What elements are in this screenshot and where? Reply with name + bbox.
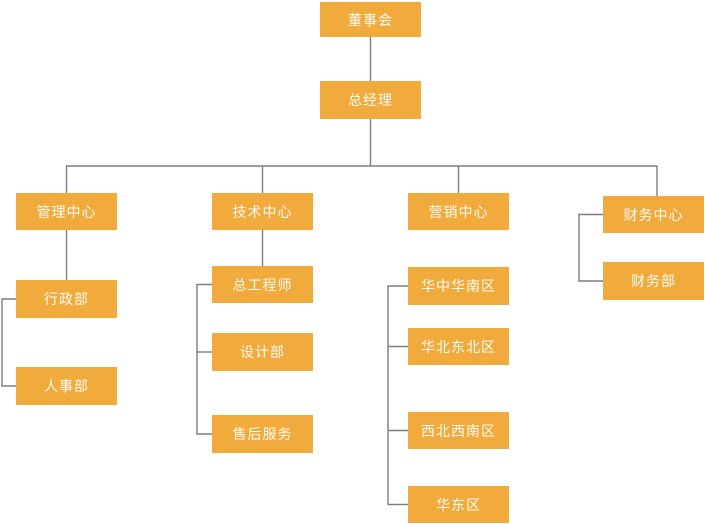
node-finance-center-label: 财务中心 [623,206,684,223]
node-board[interactable]: 董事会 [320,2,421,37]
node-finance-center[interactable]: 财务中心 [603,196,704,233]
node-marketing-center-label: 营销中心 [428,203,489,220]
node-administration-dept[interactable]: 行政部 [16,280,117,318]
node-east-china-region-label: 华东区 [436,496,481,513]
node-northwest-southwest-region-label: 西北西南区 [421,422,496,439]
node-management-center-label: 管理中心 [36,203,97,220]
node-finance-dept[interactable]: 财务部 [603,262,704,300]
node-design-dept[interactable]: 设计部 [212,333,313,371]
node-north-northeast-region[interactable]: 华北东北区 [408,328,509,365]
node-hr-dept-label: 人事部 [44,378,89,394]
connector-technology-bracket [196,283,212,435]
node-central-south-region-label: 华中华南区 [421,278,496,294]
node-northwest-southwest-region[interactable]: 西北西南区 [408,412,509,449]
node-general-manager-label: 总经理 [348,92,393,108]
node-after-sales-service[interactable]: 售后服务 [212,415,313,453]
connector-bus-line [65,165,658,196]
node-design-dept-label: 设计部 [240,344,285,360]
connector-finance-bracket [578,213,603,282]
node-after-sales-service-label: 售后服务 [232,426,293,442]
node-general-manager[interactable]: 总经理 [320,81,421,119]
node-management-center[interactable]: 管理中心 [16,193,117,230]
node-north-northeast-region-label: 华北东北区 [421,338,496,355]
node-technology-center-label: 技术中心 [232,203,293,220]
node-finance-dept-label: 财务部 [631,273,676,289]
connector-marketing-bracket [387,285,408,506]
node-marketing-center[interactable]: 营销中心 [408,193,509,230]
node-board-label: 董事会 [348,11,393,28]
connector-admin-hr-bracket [1,298,16,387]
node-hr-dept[interactable]: 人事部 [16,367,117,405]
node-administration-dept-label: 行政部 [44,291,89,307]
node-technology-center[interactable]: 技术中心 [212,193,313,230]
node-chief-engineer-label: 总工程师 [232,276,293,293]
node-east-china-region[interactable]: 华东区 [408,486,509,523]
node-chief-engineer[interactable]: 总工程师 [212,266,313,303]
node-central-south-region[interactable]: 华中华南区 [408,267,509,305]
